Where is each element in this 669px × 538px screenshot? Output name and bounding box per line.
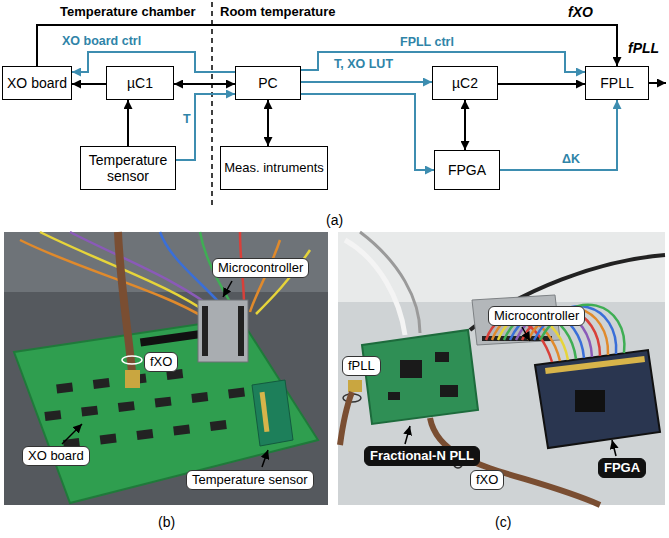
block-box: Meas. intruments (220, 146, 328, 190)
leader-line (62, 281, 268, 467)
subfigure-label: (a) (326, 212, 343, 229)
coax-cable (340, 392, 352, 445)
box-text: Temperature sensor (84, 152, 172, 184)
block-box: PC (235, 66, 301, 100)
block-box: FPGA (434, 150, 500, 190)
photo-background (338, 232, 665, 302)
coax-cable (118, 232, 132, 372)
pll-board (362, 330, 478, 424)
pin-header (202, 306, 208, 356)
signal-arrow (301, 81, 432, 83)
wire-bundle (486, 305, 624, 362)
sma-connector (125, 370, 140, 388)
leader-line (405, 327, 616, 456)
connection-arrow (127, 100, 129, 146)
photo-background (4, 232, 328, 505)
chip-row (41, 362, 248, 451)
callout-label: Temperature sensor (186, 470, 314, 490)
connection-arrow (37, 25, 617, 66)
photo-background (338, 232, 665, 505)
box-text: FPLL (600, 75, 633, 91)
signal-label: ΔK (560, 152, 582, 167)
pin-header (238, 306, 244, 356)
connection-arrow (498, 83, 585, 85)
block-box: XO board (2, 66, 72, 100)
signal-label: fPLL (628, 40, 659, 57)
box-text: PC (258, 75, 277, 91)
cable (345, 240, 405, 335)
wire-bundle (20, 232, 310, 318)
microcontroller-board (198, 300, 248, 362)
signal-label: T (181, 112, 193, 127)
subfigure-label: (b) (158, 514, 175, 531)
region-label: Room temperature (220, 4, 336, 20)
component (388, 352, 458, 400)
pin-header (260, 392, 270, 432)
block-box: µC1 (106, 66, 174, 100)
block-box: Temperature sensor (80, 146, 176, 190)
subfigure-label: (c) (495, 514, 511, 531)
box-text: FPGA (448, 162, 486, 178)
cable (470, 255, 665, 330)
callout-label: fXO (144, 352, 178, 372)
callout-label: XO board (22, 446, 90, 466)
callout-label: Microcontroller (488, 306, 585, 326)
block-box: FPLL (585, 66, 649, 100)
callout-label: fXO (470, 470, 504, 490)
signal-label: FPLL ctrl (398, 35, 456, 50)
fpga-chip (575, 390, 605, 412)
signal-label: T, XO LUT (332, 57, 395, 72)
output-arrow (649, 82, 666, 84)
connection-arrow (72, 83, 106, 85)
callout-label: Microcontroller (212, 258, 309, 278)
region-label: Temperature chamber (60, 4, 196, 20)
fpga-board (535, 350, 660, 448)
callout-label: Fractional-N PLL (364, 446, 480, 466)
boundary-line (211, 2, 213, 205)
box-text: Meas. intruments (224, 161, 324, 176)
box-text: µC1 (127, 75, 153, 91)
callout-label: fPLL (342, 356, 381, 376)
pcb-board (14, 318, 318, 503)
connection-arrow (267, 100, 269, 146)
connection-arrow (464, 100, 466, 150)
signal-icon (122, 356, 142, 364)
sensor-board (252, 380, 293, 446)
signal-label: fXO (566, 4, 595, 21)
cable (360, 232, 420, 333)
block-box: µC2 (432, 66, 498, 100)
box-text: µC2 (452, 75, 478, 91)
signal-arrow (500, 100, 617, 170)
callout-label: FPGA (598, 458, 646, 478)
sma-connector (348, 380, 362, 392)
connection-arrow (174, 83, 235, 85)
signal-label: XO board ctrl (60, 34, 143, 49)
box-text: XO board (7, 75, 67, 91)
